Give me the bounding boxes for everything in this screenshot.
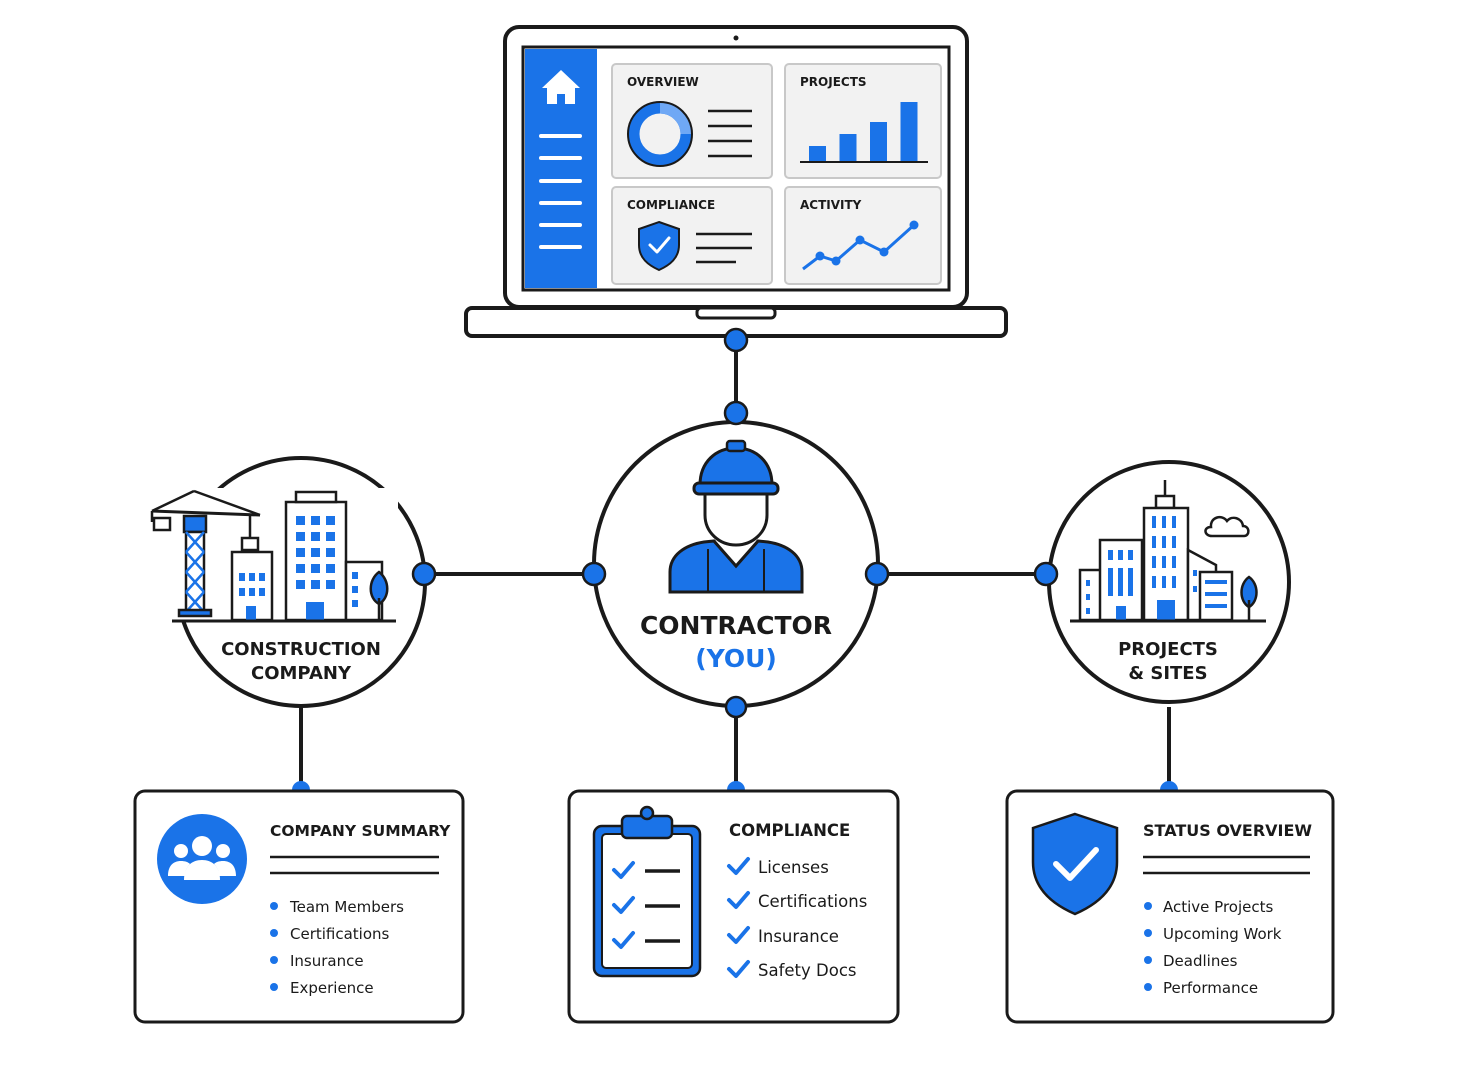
construction-company-label-2: COMPANY (251, 663, 352, 684)
checkmark-icon (727, 926, 750, 944)
construction-worker-icon (668, 439, 804, 594)
list-item: Experience (290, 979, 374, 997)
bullet-icon (1144, 983, 1152, 991)
compliance-text-lines (696, 232, 752, 264)
clipboard-checklist-icon (592, 805, 702, 978)
team-icon (168, 836, 236, 880)
hard-hat-brim (692, 481, 780, 496)
contractor-node[interactable]: CONTRACTOR (YOU) (592, 420, 880, 708)
overview-panel-title: OVERVIEW (627, 75, 699, 89)
donut-chart-outline (627, 101, 693, 167)
compliance-panel[interactable]: COMPLIANCE (611, 186, 773, 285)
connector-dot (864, 561, 890, 587)
checkmark-icon (727, 857, 750, 875)
bullet-icon (1144, 956, 1152, 964)
city-buildings-icon (1070, 480, 1266, 623)
activity-points (815, 220, 919, 266)
contractor-label: CONTRACTOR (640, 611, 832, 640)
overview-text-lines (708, 109, 752, 158)
activity-panel[interactable]: ACTIVITY (784, 186, 942, 285)
list-item: Licenses (758, 858, 829, 877)
projects-bar (870, 122, 887, 162)
bullet-icon (270, 902, 278, 910)
shield-check-icon (638, 220, 680, 272)
construction-company-node[interactable]: CONSTRUCTION COMPANY (146, 456, 427, 708)
bullet-icon (270, 956, 278, 964)
projects-bar (809, 146, 826, 162)
cloud-icon (1204, 515, 1250, 538)
hard-hat-knob (725, 439, 747, 453)
projects-sites-label-2: & SITES (1128, 663, 1207, 684)
projects-sites-node[interactable]: PROJECTS & SITES (1047, 460, 1291, 704)
projects-bar (839, 134, 857, 162)
laptop-notch (695, 306, 777, 320)
checkmark-icon (648, 236, 671, 254)
compliance-panel-title: COMPLIANCE (627, 198, 715, 212)
bullet-icon (270, 929, 278, 937)
list-item: Team Members (289, 898, 404, 916)
bullet-icon (1144, 902, 1152, 910)
list-item: Upcoming Work (1163, 925, 1282, 943)
contractor-sublabel: (YOU) (695, 644, 777, 673)
list-item: Insurance (758, 927, 839, 946)
projects-panel-title: PROJECTS (800, 75, 867, 89)
bullet-icon (1144, 929, 1152, 937)
construction-site-icon (150, 489, 396, 623)
company-summary-rules (270, 855, 439, 875)
list-item: Insurance (290, 952, 364, 970)
overview-panel[interactable]: OVERVIEW (611, 63, 773, 179)
activity-panel-frame (784, 186, 942, 285)
status-overview-rules (1143, 855, 1310, 875)
compliance-list: Licenses Certifications Insurance Safety… (727, 857, 867, 980)
status-overview-title: STATUS OVERVIEW (1143, 821, 1312, 840)
company-summary-card[interactable]: COMPANY SUMMARY Team Members Certificati… (133, 789, 465, 1024)
projects-sites-label-1: PROJECTS (1118, 639, 1218, 660)
list-item: Safety Docs (758, 961, 857, 980)
list-item: Deadlines (1163, 952, 1238, 970)
laptop: OVERVIEW PROJECTS COMPLIANCE (464, 25, 1008, 338)
donut-chart-segment (659, 102, 692, 135)
connector-dot (723, 400, 749, 426)
compliance-card-title: COMPLIANCE (729, 821, 850, 840)
status-overview-list: Active Projects Upcoming Work Deadlines … (1144, 898, 1282, 997)
checkmark-icon (727, 891, 750, 909)
checkmark-icon (727, 960, 750, 978)
connector-dot (724, 695, 748, 719)
status-overview-card[interactable]: STATUS OVERVIEW Active Projects Upcoming… (1005, 789, 1335, 1024)
activity-panel-title: ACTIVITY (800, 198, 862, 212)
projects-panel[interactable]: PROJECTS (784, 63, 942, 179)
tower-crane-icon (150, 489, 261, 618)
connectors (299, 340, 1171, 790)
worker-collar (712, 540, 760, 569)
compliance-card[interactable]: COMPLIANCE Licenses Certifications Insur… (567, 789, 900, 1024)
list-item: Performance (1163, 979, 1258, 997)
connector-dot (581, 561, 607, 587)
worker-head (703, 490, 769, 547)
projects-bar (900, 102, 918, 162)
bullet-icon (270, 983, 278, 991)
projects-bar-chart (809, 102, 918, 162)
list-item: Certifications (758, 892, 867, 911)
home-icon[interactable] (542, 70, 580, 104)
sidebar-menu-lines (539, 134, 582, 249)
list-item: Certifications (290, 925, 390, 943)
connector-dot (1033, 561, 1059, 587)
shield-check-icon (1031, 812, 1119, 916)
overview-panel-frame (611, 63, 773, 179)
connector-dot (723, 327, 749, 353)
connector-dot (411, 561, 437, 587)
company-summary-title: COMPANY SUMMARY (270, 822, 451, 840)
list-item: Active Projects (1163, 898, 1273, 916)
worker-vest-stripes (707, 549, 765, 591)
laptop-camera (733, 35, 739, 41)
team-icon-badge (157, 814, 247, 904)
construction-company-label-1: CONSTRUCTION (221, 639, 381, 660)
company-summary-list: Team Members Certifications Insurance Ex… (270, 898, 404, 997)
checkmark-icon (1053, 847, 1099, 881)
